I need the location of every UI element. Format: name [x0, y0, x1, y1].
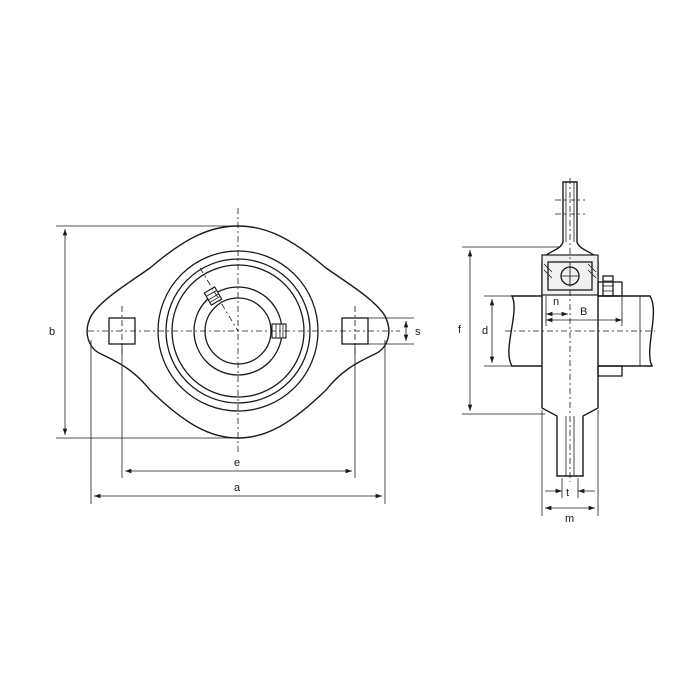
label-s: s: [415, 326, 421, 338]
label-f: f: [458, 324, 462, 336]
set-screw-top: [203, 286, 223, 306]
label-t: t: [566, 487, 569, 499]
dimension-n: n: [546, 296, 568, 317]
label-a: a: [234, 482, 241, 494]
dimension-t: t: [545, 478, 595, 499]
collar-lower: [597, 365, 623, 377]
dimension-m: m: [541, 410, 599, 525]
dimension-e: e: [121, 344, 356, 478]
seal-hatch: [543, 263, 597, 279]
flange-outline: [86, 225, 390, 439]
dimension-a: a: [90, 340, 386, 504]
label-B: B: [580, 306, 587, 318]
label-b: b: [49, 326, 55, 338]
label-d: d: [482, 325, 488, 337]
dimension-f: f: [458, 246, 560, 415]
dimension-B: B: [545, 296, 623, 326]
front-view: b e a s: [49, 208, 421, 504]
dimension-b: b: [49, 225, 232, 439]
label-e: e: [234, 457, 240, 469]
dimension-d: d: [482, 295, 512, 367]
side-view: f d n B t: [458, 178, 655, 525]
label-n: n: [553, 296, 559, 308]
label-m: m: [565, 513, 574, 525]
dimension-s: s: [368, 317, 421, 345]
locking-collar: [597, 281, 623, 297]
screw-axis: [199, 267, 239, 332]
